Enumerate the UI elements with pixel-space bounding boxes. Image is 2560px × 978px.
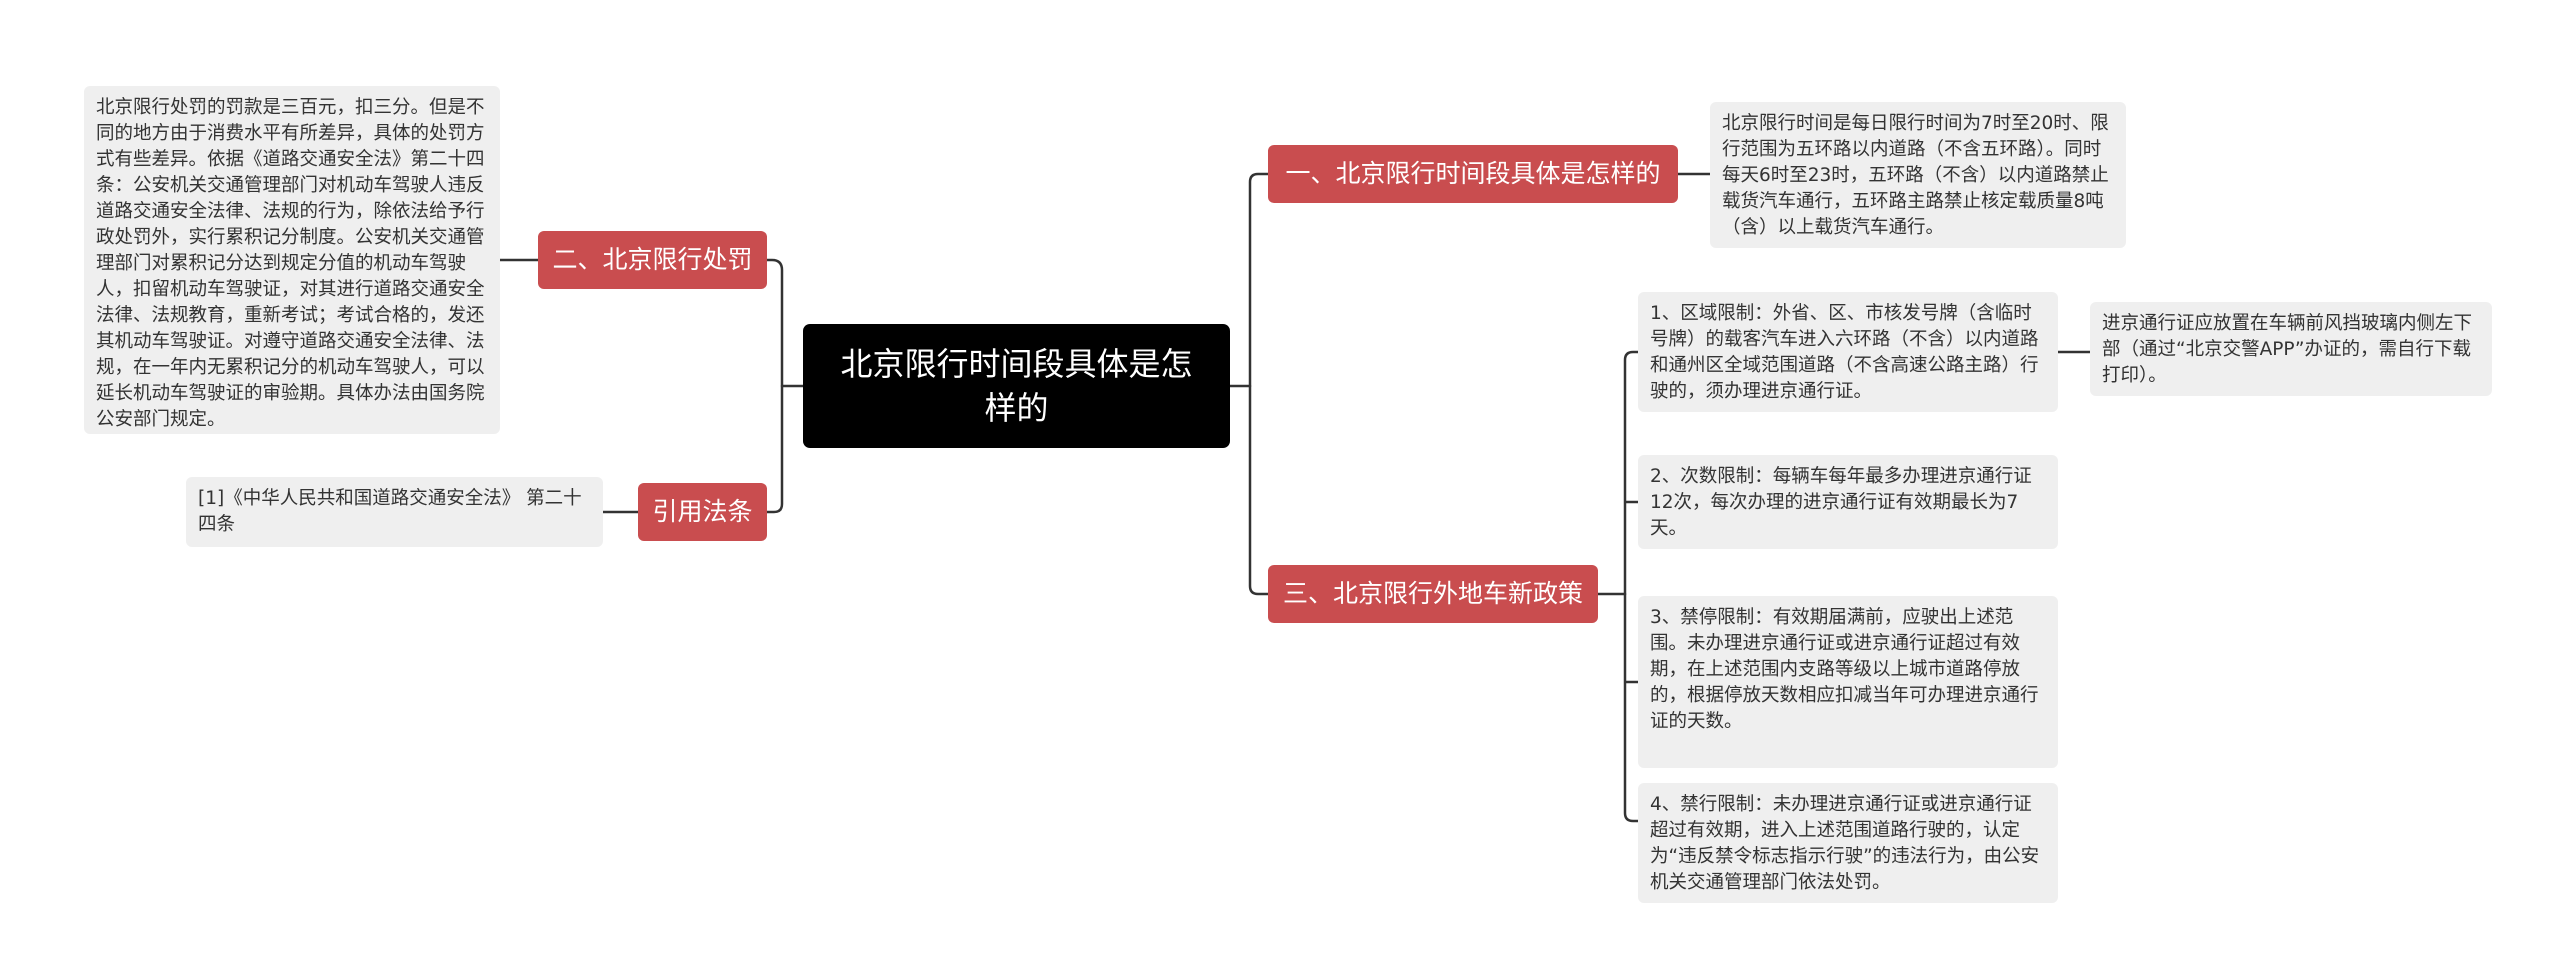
- branch-nonlocal-policy[interactable]: 三、北京限行外地车新政策: [1268, 565, 1598, 623]
- branch-cited-law[interactable]: 引用法条: [638, 483, 767, 541]
- leaf-permit-placement[interactable]: 进京通行证应放置在车辆前风挡玻璃内侧左下部（通过“北京交警APP”办证的，需自行…: [2090, 302, 2492, 396]
- leaf-times-restriction[interactable]: 2、次数限制：每辆车每年最多办理进京通行证12次，每次办理的进京通行证有效期最长…: [1638, 455, 2058, 549]
- leaf-area-restriction[interactable]: 1、区域限制：外省、区、市核发号牌（含临时号牌）的载客汽车进入六环路（不含）以内…: [1638, 292, 2058, 412]
- connector-b3-children: [1623, 350, 1640, 823]
- branch-penalty[interactable]: 二、北京限行处罚: [538, 231, 767, 289]
- leaf-parking-restriction[interactable]: 3、禁停限制：有效期届满前，应驶出上述范围。未办理进京通行证或进京通行证超过有效…: [1638, 596, 2058, 768]
- leaf-limit-time-detail[interactable]: 北京限行时间是每日限行时间为7时至20时、限行范围为五环路以内道路（不含五环路）…: [1710, 102, 2126, 248]
- connector-left-trunk: [765, 258, 784, 514]
- connector-right-trunk: [1248, 172, 1270, 596]
- leaf-driving-restriction[interactable]: 4、禁行限制：未办理进京通行证或进京通行证超过有效期，进入上述范围道路行驶的，认…: [1638, 783, 2058, 903]
- branch-limit-time[interactable]: 一、北京限行时间段具体是怎样的: [1268, 145, 1678, 203]
- root-node[interactable]: 北京限行时间段具体是怎样的: [803, 324, 1230, 448]
- leaf-penalty-detail[interactable]: 北京限行处罚的罚款是三百元，扣三分。但是不同的地方由于消费水平有所差异，具体的处…: [84, 86, 500, 434]
- leaf-cited-law[interactable]: [1]《中华人民共和国道路交通安全法》 第二十四条: [186, 477, 603, 547]
